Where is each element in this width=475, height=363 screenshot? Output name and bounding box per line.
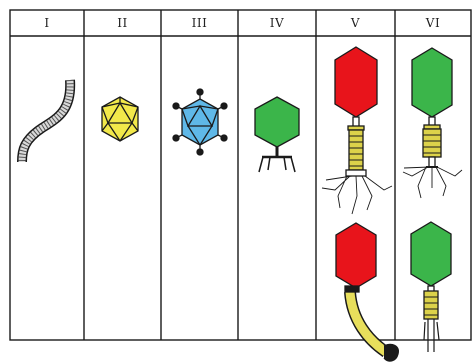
helical-rod-virus: [17, 79, 76, 163]
long-tailed-phage: [335, 222, 399, 362]
table-grid: [9, 9, 472, 341]
short-tailed-phage: [254, 96, 300, 173]
column-label-3: III: [191, 16, 208, 30]
column-label-6: VI: [425, 16, 441, 30]
column-label-2: II: [117, 16, 128, 30]
spiked-icosahedral-virus: [172, 88, 228, 156]
column-label-1: I: [44, 16, 50, 30]
phage-with-tail-tube: [410, 221, 452, 352]
column-label-4: IV: [269, 16, 285, 30]
column-label-5: V: [350, 16, 361, 30]
t-even-phage: [321, 46, 393, 215]
icosahedral-virus: [101, 96, 139, 142]
contracted-tail-phage: [402, 47, 463, 199]
